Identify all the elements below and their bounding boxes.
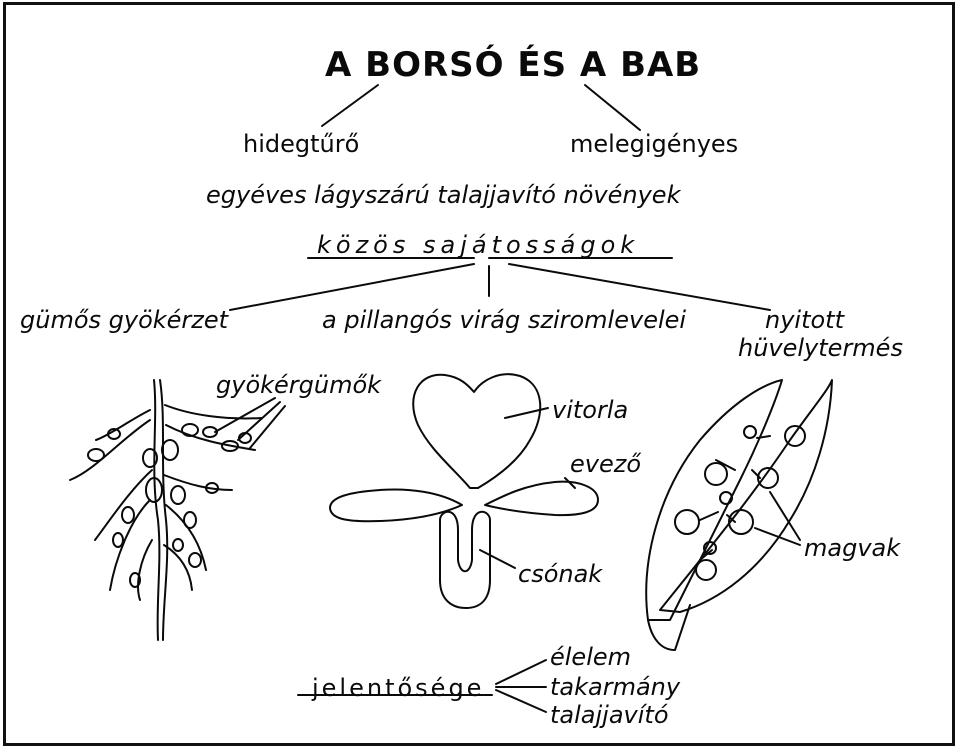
heading-to-pod-line (509, 264, 770, 310)
significance-item-soil-improver: talajjavító (550, 703, 669, 727)
significance-branch-1 (496, 660, 546, 684)
root-nodule (113, 533, 123, 547)
subtitle: egyéves lágyszárú talajjavító növények (206, 183, 680, 207)
root-nodule (189, 553, 201, 567)
label-seeds: magvak (804, 536, 900, 560)
significance-heading: jelentősége (312, 676, 484, 700)
root-nodule (162, 440, 178, 460)
pod-valve-left (646, 380, 782, 620)
significance-item-fodder: takarmány (550, 675, 680, 699)
wing-petal-left (330, 490, 462, 522)
heading-to-roots-line (230, 264, 474, 310)
diagram-title: A BORSÓ ÉS A BAB (325, 48, 701, 82)
feature-flower: a pillangós virág sziromlevelei (322, 308, 686, 332)
standard-petal-shape (413, 374, 540, 488)
seed (675, 510, 699, 534)
seed (744, 426, 756, 438)
label-wing-petal: evező (570, 452, 641, 476)
label-root-nodules: gyökérgümők (216, 373, 381, 397)
seed (729, 510, 753, 534)
root-nodule (122, 507, 134, 523)
seed (696, 560, 716, 580)
seed-pointer-line (770, 492, 800, 540)
keel-petal-shape (440, 512, 490, 608)
root-system-illustration (70, 380, 262, 640)
taproot (154, 380, 159, 640)
label-keel-petal: csónak (518, 562, 602, 586)
standard-petal-pointer (505, 408, 548, 418)
root-nodule (173, 539, 183, 551)
wing-petal-right (485, 482, 598, 515)
common-features-heading: közös sajátosságok (317, 233, 639, 257)
seed (785, 426, 805, 446)
keel-petal-pointer (480, 550, 515, 568)
branch-label-left: hidegtűrő (243, 132, 359, 156)
root-nodule (171, 486, 185, 504)
title-to-right-branch-line (585, 85, 640, 130)
pod-valve-right (660, 380, 832, 612)
feature-pod-line2: hüvelytermés (738, 336, 903, 360)
root-nodule (88, 449, 104, 461)
label-standard-petal: vitorla (552, 398, 628, 422)
significance-branch-3 (496, 690, 546, 712)
significance-item-food: élelem (550, 645, 631, 669)
title-to-left-branch-line (322, 85, 378, 126)
root-nodule (184, 512, 196, 528)
seed (705, 463, 727, 485)
pea-pod-illustration (646, 380, 832, 650)
branch-label-right: melegigényes (570, 132, 738, 156)
feature-pod-line1: nyitott (765, 308, 844, 332)
feature-roots: gümős gyökérzet (20, 308, 228, 332)
